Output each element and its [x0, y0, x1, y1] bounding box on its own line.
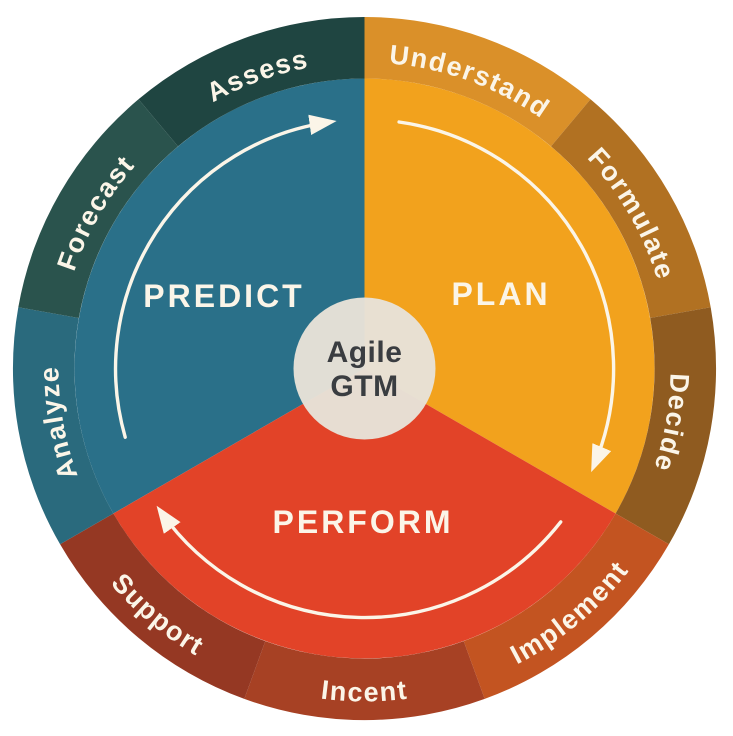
sector-labels: PREDICT PLAN PERFORM [143, 276, 550, 540]
inner-sectors [74, 78, 655, 659]
ring-label-incent: Incent [320, 675, 410, 708]
ring-segment-incent [244, 641, 485, 721]
perform-arrow [156, 505, 563, 620]
cycle-arrows [113, 114, 616, 620]
sector-label-perform: PERFORM [273, 504, 454, 540]
center-title-line2: GTM [330, 370, 398, 403]
sector-perform [113, 368, 616, 659]
ring-segment-decide [615, 307, 717, 545]
center-circle [293, 297, 436, 440]
sector-plan [364, 78, 655, 514]
sector-predict [74, 78, 365, 514]
ring-segment-understand [364, 17, 591, 147]
ring-segment-support [60, 513, 266, 699]
center-title-line1: Agile [327, 336, 403, 369]
ring-segment-forecast [18, 99, 178, 318]
outer-ring [12, 17, 717, 721]
predict-arrow [113, 114, 337, 439]
ring-segment-assess [138, 17, 365, 147]
ring-segment-formulate [551, 99, 711, 318]
ring-segment-analyze [12, 307, 114, 545]
ring-segment-implement [463, 513, 669, 699]
sector-label-predict: PREDICT [143, 278, 304, 314]
sector-label-plan: PLAN [451, 276, 550, 312]
plan-arrow [397, 120, 616, 473]
